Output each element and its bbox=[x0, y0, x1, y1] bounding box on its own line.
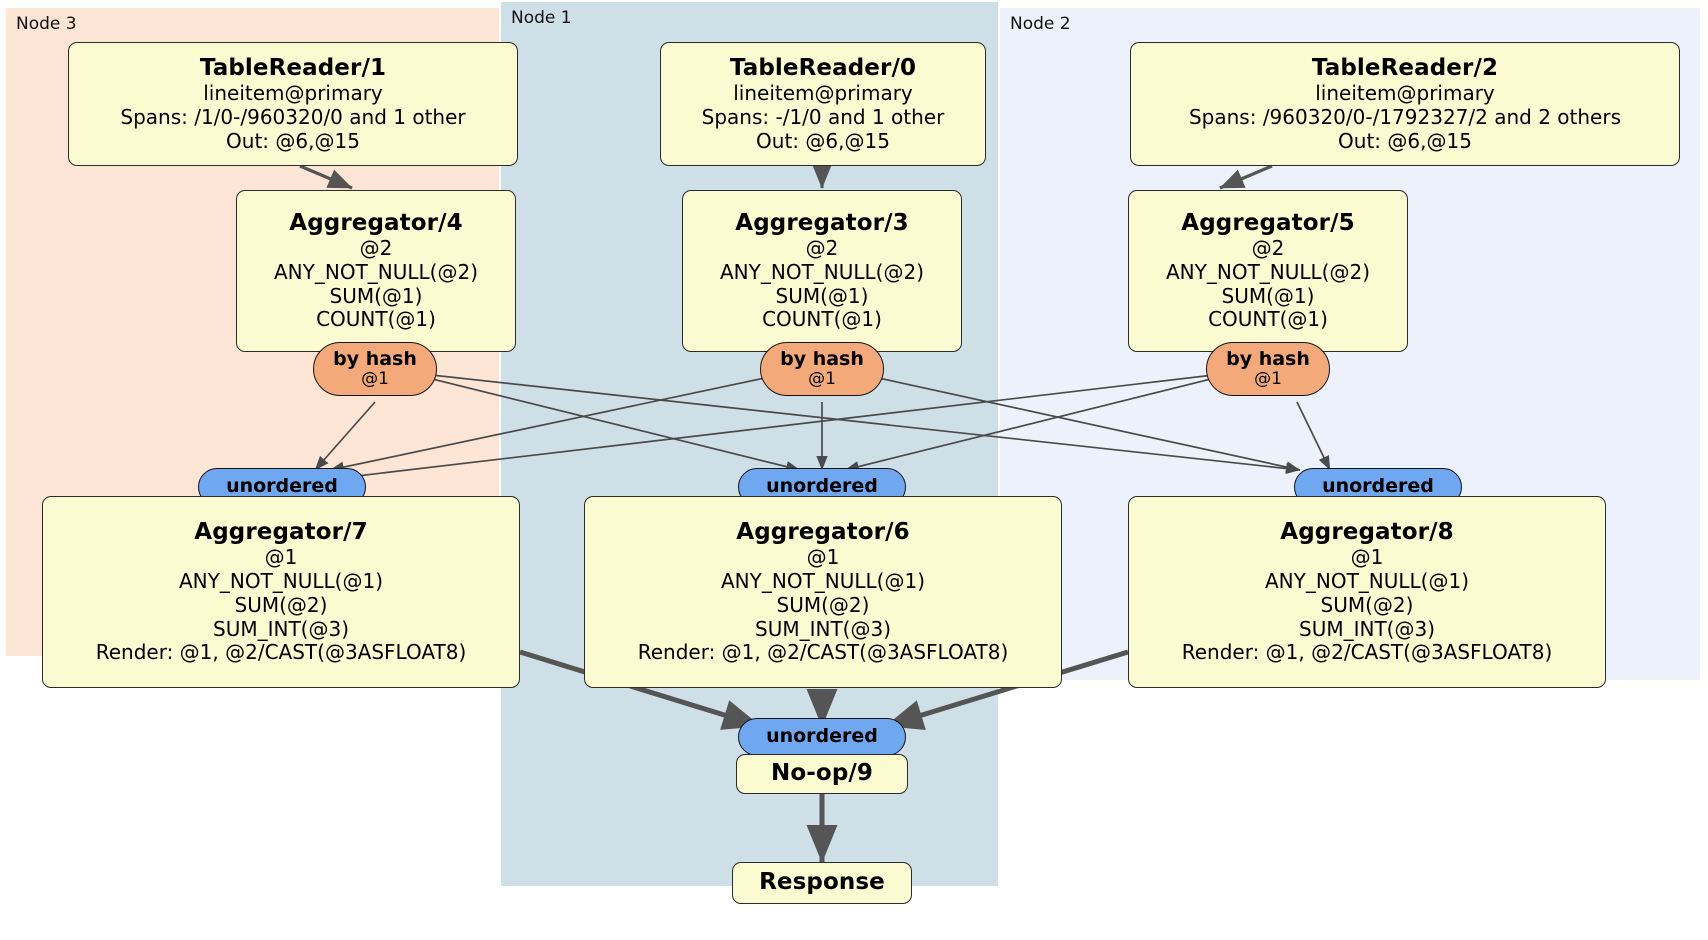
box-line: @2 bbox=[359, 236, 393, 261]
box-aggregator-5[interactable]: Aggregator/5 @2 ANY_NOT_NULL(@2) SUM(@1)… bbox=[1128, 190, 1408, 352]
box-title: Aggregator/8 bbox=[1280, 518, 1454, 545]
box-title: No-op/9 bbox=[771, 760, 873, 787]
box-line: COUNT(@1) bbox=[1208, 307, 1328, 332]
box-line: lineitem@primary bbox=[733, 80, 913, 105]
node-group-label-node3: Node 3 bbox=[16, 14, 77, 34]
node-group-label-node2: Node 2 bbox=[1010, 14, 1071, 34]
router-badge-by-hash-mid[interactable]: by hash @1 bbox=[760, 342, 884, 396]
box-line: @1 bbox=[264, 545, 298, 570]
box-line: ANY_NOT_NULL(@2) bbox=[274, 259, 478, 284]
box-title: Response bbox=[759, 869, 885, 896]
box-line: SUM_INT(@3) bbox=[1299, 616, 1435, 641]
box-tablereader-0[interactable]: TableReader/0 lineitem@primary Spans: -/… bbox=[660, 42, 986, 166]
box-title: Aggregator/7 bbox=[194, 518, 368, 545]
box-line: lineitem@primary bbox=[203, 80, 383, 105]
synchronizer-badge-unordered-final[interactable]: unordered bbox=[738, 718, 906, 756]
box-title: Aggregator/4 bbox=[289, 209, 463, 236]
box-line: COUNT(@1) bbox=[316, 307, 436, 332]
box-response[interactable]: Response bbox=[732, 862, 912, 904]
box-line: SUM(@2) bbox=[776, 592, 870, 617]
box-title: TableReader/2 bbox=[1311, 54, 1499, 81]
box-tablereader-1[interactable]: TableReader/1 lineitem@primary Spans: /1… bbox=[68, 42, 518, 166]
box-line: SUM(@2) bbox=[1320, 592, 1414, 617]
box-line: SUM(@2) bbox=[234, 592, 328, 617]
box-line: Out: @6,@15 bbox=[1338, 128, 1472, 153]
box-line: @2 bbox=[805, 236, 839, 261]
box-title: TableReader/0 bbox=[729, 54, 917, 81]
router-badge-label: by hash bbox=[780, 347, 864, 370]
router-badge-label: by hash bbox=[333, 347, 417, 370]
synchronizer-badge-label: unordered bbox=[1322, 475, 1434, 498]
box-aggregator-8[interactable]: Aggregator/8 @1 ANY_NOT_NULL(@1) SUM(@2)… bbox=[1128, 496, 1606, 688]
router-badge-column: @1 bbox=[1254, 369, 1282, 390]
box-title: Aggregator/6 bbox=[736, 518, 910, 545]
box-title: Aggregator/5 bbox=[1181, 209, 1355, 236]
box-line: Spans: -/1/0 and 1 other bbox=[701, 104, 945, 129]
router-badge-by-hash-left[interactable]: by hash @1 bbox=[313, 342, 437, 396]
box-line: Out: @6,@15 bbox=[756, 128, 890, 153]
box-line: ANY_NOT_NULL(@2) bbox=[720, 259, 924, 284]
box-line: Render: @1, @2/CAST(@3ASFLOAT8) bbox=[637, 640, 1009, 665]
box-line: ANY_NOT_NULL(@2) bbox=[1166, 259, 1370, 284]
box-aggregator-3[interactable]: Aggregator/3 @2 ANY_NOT_NULL(@2) SUM(@1)… bbox=[682, 190, 962, 352]
box-line: Render: @1, @2/CAST(@3ASFLOAT8) bbox=[95, 640, 467, 665]
box-line: ANY_NOT_NULL(@1) bbox=[721, 568, 925, 593]
box-line: Out: @6,@15 bbox=[226, 128, 360, 153]
box-aggregator-4[interactable]: Aggregator/4 @2 ANY_NOT_NULL(@2) SUM(@1)… bbox=[236, 190, 516, 352]
router-badge-column: @1 bbox=[361, 369, 389, 390]
box-line: SUM(@1) bbox=[1221, 283, 1315, 308]
box-line: @1 bbox=[1350, 545, 1384, 570]
box-line: COUNT(@1) bbox=[762, 307, 882, 332]
box-aggregator-6[interactable]: Aggregator/6 @1 ANY_NOT_NULL(@1) SUM(@2)… bbox=[584, 496, 1062, 688]
box-line: Spans: /960320/0-/1792327/2 and 2 others bbox=[1188, 104, 1621, 129]
box-line: ANY_NOT_NULL(@1) bbox=[1265, 568, 1469, 593]
box-title: Aggregator/3 bbox=[735, 209, 909, 236]
box-line: Spans: /1/0-/960320/0 and 1 other bbox=[120, 104, 466, 129]
synchronizer-badge-label: unordered bbox=[766, 475, 878, 498]
box-tablereader-2[interactable]: TableReader/2 lineitem@primary Spans: /9… bbox=[1130, 42, 1680, 166]
box-noop-9[interactable]: No-op/9 bbox=[736, 754, 908, 794]
router-badge-column: @1 bbox=[808, 369, 836, 390]
router-badge-label: by hash bbox=[1226, 347, 1310, 370]
box-line: SUM(@1) bbox=[329, 283, 423, 308]
router-badge-by-hash-right[interactable]: by hash @1 bbox=[1206, 342, 1330, 396]
box-line: SUM_INT(@3) bbox=[213, 616, 349, 641]
box-line: SUM_INT(@3) bbox=[755, 616, 891, 641]
box-title: TableReader/1 bbox=[199, 54, 387, 81]
box-line: @2 bbox=[1251, 236, 1285, 261]
box-line: SUM(@1) bbox=[775, 283, 869, 308]
box-line: lineitem@primary bbox=[1315, 80, 1495, 105]
box-line: ANY_NOT_NULL(@1) bbox=[179, 568, 383, 593]
box-line: Render: @1, @2/CAST(@3ASFLOAT8) bbox=[1181, 640, 1553, 665]
box-aggregator-7[interactable]: Aggregator/7 @1 ANY_NOT_NULL(@1) SUM(@2)… bbox=[42, 496, 520, 688]
synchronizer-badge-label: unordered bbox=[226, 475, 338, 498]
synchronizer-badge-label: unordered bbox=[766, 725, 878, 748]
box-line: @1 bbox=[806, 545, 840, 570]
node-group-label-node1: Node 1 bbox=[511, 8, 572, 28]
